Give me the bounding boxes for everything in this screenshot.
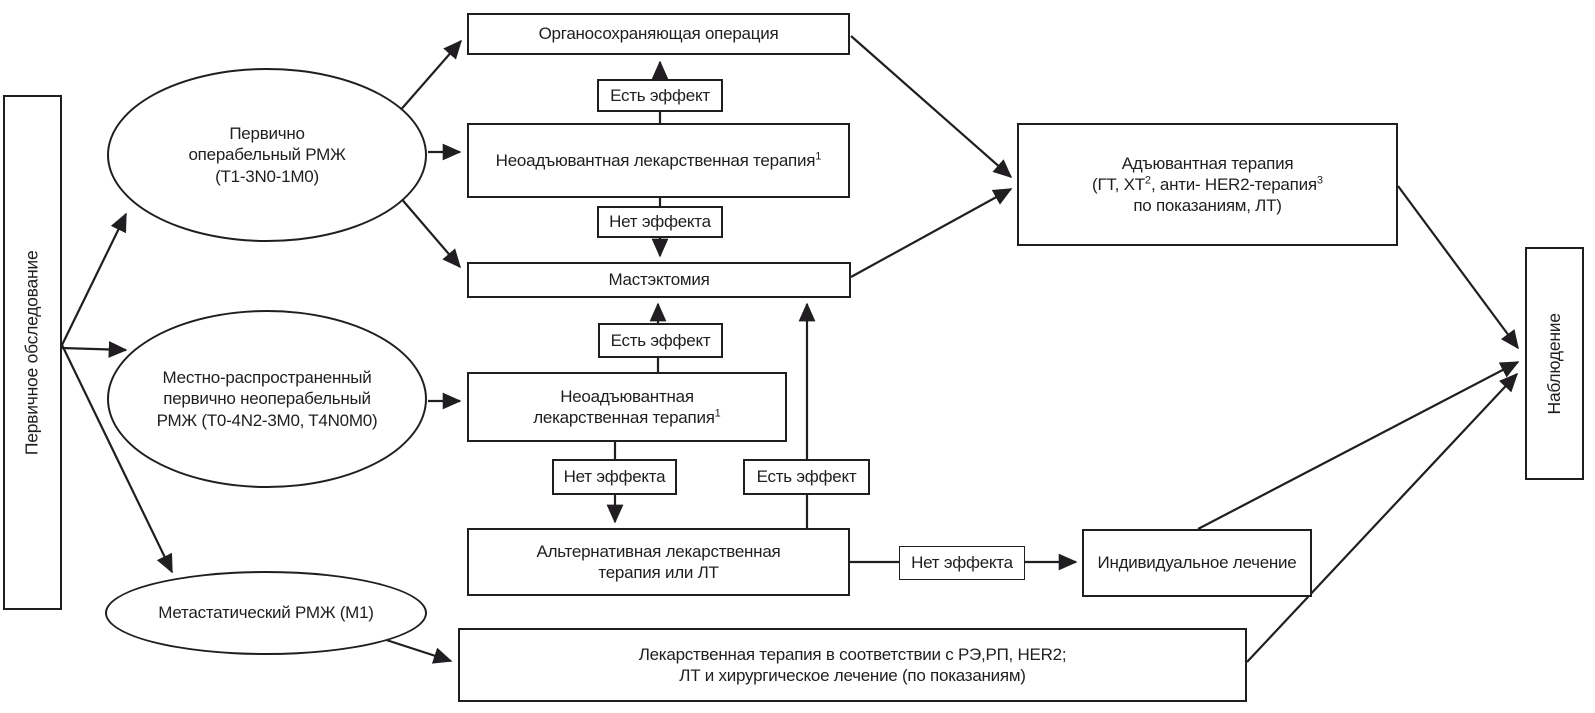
node-metastatic-ellipse: Метастатический РМЖ (M1) (105, 571, 427, 655)
neoadjuvant1-footnote: 1 (815, 150, 822, 163)
systemic-line1: Лекарственная терапия в соответствии с Р… (638, 644, 1067, 664)
label-effect-no-1: Нет эффекта (597, 206, 723, 238)
operable-line3: (T1-3N0-1M0) (215, 166, 319, 186)
label-effect-no-3: Нет эффекта (899, 546, 1025, 580)
arrow-exam-to-metastatic (61, 344, 173, 574)
systemic-line2: ЛТ и хирургическое лечение (по показания… (679, 666, 1026, 685)
arrow-exam-to-operable (61, 212, 127, 346)
label-effect-yes-1: Есть эффект (597, 79, 723, 112)
effect-no-1-text: Нет эффекта (609, 212, 711, 232)
observation-label: Наблюдение (1543, 312, 1564, 415)
arrow-organ-preserving-to-adjuvant (850, 35, 1013, 178)
node-primary-examination: Первичное обследование (3, 95, 62, 610)
locally-advanced-line1: Местно-распространенный (162, 368, 372, 388)
node-organ-preserving-surgery: Органосохраняющая операция (467, 13, 850, 55)
primary-examination-label: Первичное обследование (21, 250, 42, 455)
label-effect-no-2: Нет эффекта (552, 459, 677, 495)
alternative-line1: Альтернативная лекарственная (536, 541, 781, 561)
operable-line1: Первично (229, 124, 305, 144)
node-primarily-operable-ellipse: Первично операбельный РМЖ (T1-3N0-1M0) (107, 68, 427, 242)
node-adjuvant-therapy: Адъювантная терапия (ГТ, ХТ2, анти- HER2… (1017, 123, 1398, 246)
adjuvant-footnote-3: 3 (1316, 174, 1323, 187)
effect-yes-3-text: Есть эффект (756, 467, 857, 487)
arrow-operable-to-mastectomy (398, 195, 461, 269)
node-neoadjuvant-therapy-1: Неоадъювантная лекарственная терапия1 (467, 123, 850, 198)
neoadjuvant2-line2: лекарственная терапия1 (533, 407, 721, 427)
effect-no-3-text: Нет эффекта (911, 553, 1013, 573)
arrow-mastectomy-to-adjuvant (850, 188, 1013, 278)
organ-preserving-label: Органосохраняющая операция (538, 24, 779, 44)
operable-line2: операбельный РМЖ (188, 145, 346, 165)
alternative-line2: терапия или ЛТ (598, 563, 719, 582)
label-effect-yes-2: Есть эффект (598, 323, 723, 358)
metastatic-label: Метастатический РМЖ (M1) (158, 603, 374, 623)
adjuvant-line3: по показаниям, ЛТ) (1133, 196, 1282, 216)
neoadjuvant1-label: Неоадъювантная лекарственная терапия1 (495, 150, 822, 170)
locally-advanced-line3: РМЖ (T0-4N2-3M0, T4N0M0) (156, 410, 378, 430)
individual-treatment-label: Индивидуальное лечение (1097, 553, 1297, 573)
node-mastectomy: Мастэктомия (467, 262, 851, 298)
locally-advanced-line2: первично неоперабельный (163, 389, 371, 409)
mastectomy-label: Мастэктомия (608, 270, 710, 290)
adjuvant-footnote-2: 2 (1144, 174, 1151, 187)
neoadjuvant2-line1: Неоадъювантная (560, 386, 694, 406)
effect-yes-2-text: Есть эффект (610, 330, 711, 350)
node-systemic-therapy: Лекарственная терапия в соответствии с Р… (458, 628, 1247, 702)
node-individual-treatment: Индивидуальное лечение (1082, 529, 1312, 597)
node-neoadjuvant-therapy-2: Неоадъювантная лекарственная терапия1 (467, 372, 787, 442)
arrow-exam-to-locally-advanced (61, 341, 128, 358)
node-alternative-therapy: Альтернативная лекарственная терапия или… (467, 528, 850, 596)
arrow-individual-to-observation (1197, 361, 1520, 530)
arrow-operable-to-organ-preserving (397, 39, 462, 114)
arrow-systemic-to-observation (1246, 372, 1519, 663)
label-effect-yes-3: Есть эффект (743, 459, 870, 495)
effect-yes-1-text: Есть эффект (610, 85, 710, 105)
node-observation: Наблюдение (1525, 247, 1584, 480)
arrow-adjuvant-to-observation (1397, 185, 1519, 350)
node-locally-advanced-ellipse: Местно-распространенный первично неопера… (107, 310, 427, 488)
adjuvant-line1: Адъювантная терапия (1121, 153, 1294, 173)
neoadjuvant2-footnote: 1 (714, 407, 721, 420)
adjuvant-line2: (ГТ, ХТ2, анти- HER2-терапия3 (1092, 174, 1323, 194)
effect-no-2-text: Нет эффекта (563, 467, 666, 487)
